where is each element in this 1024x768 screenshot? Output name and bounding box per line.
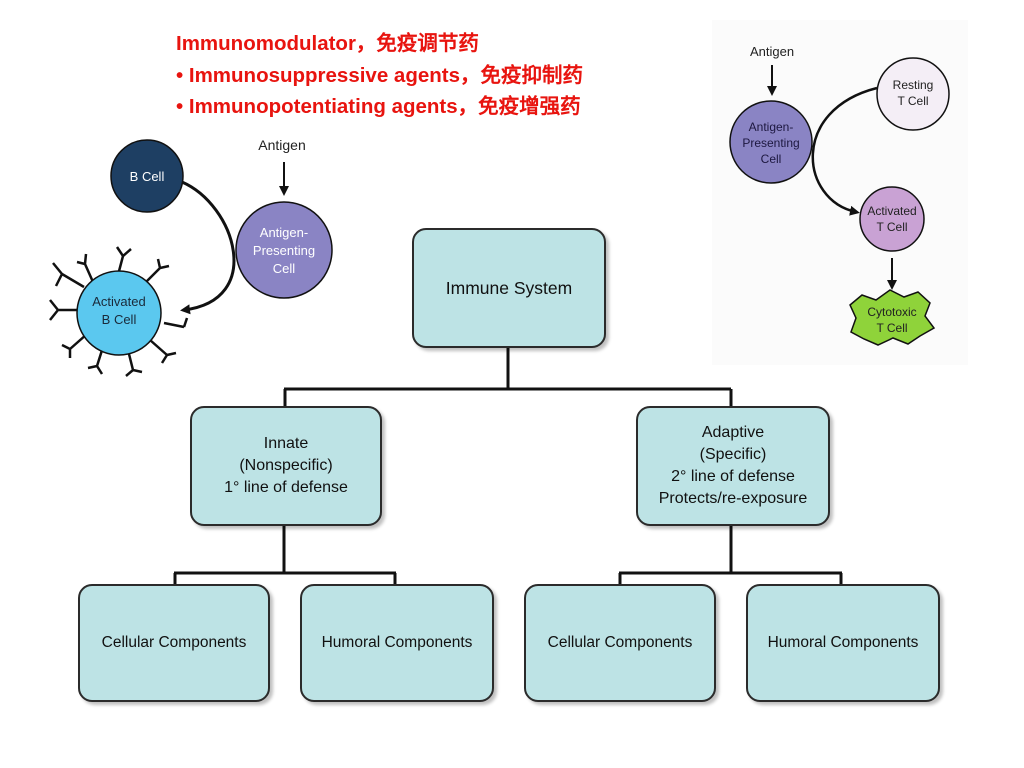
- innate-cellular-box: Cellular Components: [78, 584, 270, 702]
- adaptive-humoral-box: Humoral Components: [746, 584, 940, 702]
- activated-t-cell-circle: [859, 186, 925, 252]
- left-apc-line1: Antigen-: [260, 225, 308, 240]
- innate-line1: Innate: [263, 435, 309, 452]
- innate-box: Innate (Nonspecific) 1° line of defense: [190, 406, 382, 526]
- b-cell-label: B Cell: [130, 169, 165, 184]
- immune-system-label: Immune System: [445, 277, 573, 298]
- title-block: Immunomodulator，免疫调节药 • Immunosuppressiv…: [176, 28, 583, 123]
- resting-t-line1: Resting: [893, 78, 934, 92]
- adaptive-humoral-label: Humoral Components: [767, 634, 919, 651]
- left-apc-line2: Presenting: [253, 243, 315, 258]
- adaptive-cellular-box: Cellular Components: [524, 584, 716, 702]
- right-apc-circle: [729, 100, 813, 184]
- adaptive-line3: 2° line of defense: [671, 468, 795, 485]
- left-apc-line3: Cell: [273, 261, 296, 276]
- resting-t-line2: T Cell: [897, 94, 928, 108]
- cytotoxic-t-cell-shape: [849, 289, 936, 346]
- right-apc-line3: Cell: [761, 152, 782, 166]
- immune-system-box: Immune System: [412, 228, 606, 348]
- resting-t-cell-circle: [876, 57, 950, 131]
- t-cell-activation-figure: Antigen Antigen- Presenting Cell Resting…: [712, 20, 968, 365]
- innate-line2: (Nonspecific): [239, 457, 333, 474]
- innate-humoral-box: Humoral Components: [300, 584, 494, 702]
- b-cell-activation-figure: Antigen B Cell Antigen- Presenting Cell …: [49, 137, 333, 377]
- adaptive-line1: Adaptive: [701, 424, 765, 441]
- right-apc-line2: Presenting: [742, 136, 799, 150]
- adaptive-line2: (Specific): [699, 446, 767, 463]
- cytotoxic-line2: T Cell: [876, 321, 907, 335]
- title-immunopotentiating: • Immunopotentiating agents，免疫增强药: [176, 95, 581, 118]
- cytotoxic-line1: Cytotoxic: [867, 305, 916, 319]
- activated-b-line2: B Cell: [102, 312, 137, 327]
- innate-line3: 1° line of defense: [224, 479, 348, 496]
- innate-humoral-label: Humoral Components: [321, 634, 473, 651]
- activated-t-line2: T Cell: [876, 220, 907, 234]
- right-apc-line1: Antigen-: [749, 120, 794, 134]
- adaptive-cellular-label: Cellular Components: [547, 634, 693, 651]
- activated-b-cell-circle: [76, 270, 162, 356]
- b-cell-circle: [110, 139, 184, 213]
- tree-connectors: [173, 344, 843, 584]
- innate-cellular-label: Cellular Components: [101, 634, 247, 651]
- activated-b-line1: Activated: [92, 294, 145, 309]
- adaptive-line4: Protects/re-exposure: [658, 490, 808, 507]
- right-antigen-label: Antigen: [750, 44, 794, 59]
- t-cell-activation-arrow: [811, 86, 878, 216]
- activated-t-line1: Activated: [867, 204, 916, 218]
- left-apc-circle: [235, 201, 333, 299]
- left-antigen-label: Antigen: [258, 137, 305, 153]
- antibody-receptors: [49, 246, 189, 377]
- title-immunosuppressive: • Immunosuppressive agents，免疫抑制药: [176, 63, 584, 87]
- b-cell-activation-arrow: [180, 180, 236, 315]
- adaptive-box: Adaptive (Specific) 2° line of defense P…: [636, 406, 830, 526]
- title-immunomodulator: Immunomodulator，免疫调节药: [176, 32, 479, 55]
